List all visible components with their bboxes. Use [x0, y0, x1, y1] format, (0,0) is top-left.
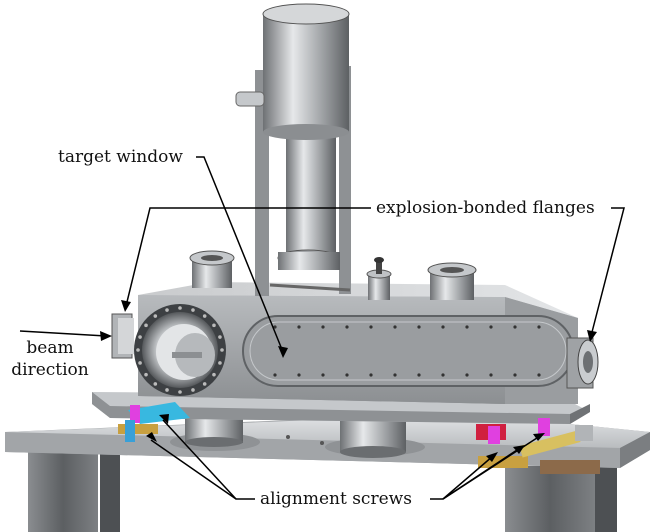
bolt-dot [537, 373, 541, 377]
flange-bolt-dot [138, 361, 142, 365]
flange-bolt-dot [218, 361, 222, 365]
bolt-dot [417, 325, 421, 329]
bolt-dot [417, 373, 421, 377]
bolt-dot [441, 325, 445, 329]
label-alignment-screws: alignment screws [260, 489, 412, 509]
bolt-dot [321, 325, 325, 329]
flange-bolt-dot [202, 314, 207, 318]
flange-bolt-dot [212, 372, 216, 377]
bolt-dot [369, 325, 373, 329]
bolt-dot [345, 373, 349, 377]
flange-bolt-dot [212, 323, 216, 328]
flange-bolts [136, 306, 224, 394]
bolt-dot [513, 325, 517, 329]
bolt-dot [393, 373, 397, 377]
flange-bolt-dot [153, 382, 158, 386]
flange-bolt-dot [191, 388, 195, 392]
flange-bolt-dot [202, 382, 207, 386]
bolt-dot [345, 325, 349, 329]
table-legs [28, 448, 617, 532]
flange-bolt-dot [165, 308, 169, 312]
bolt-dot [273, 373, 277, 377]
bolt-dot [489, 373, 493, 377]
arrowheads [100, 300, 597, 462]
label-target-window: target window [58, 147, 183, 167]
flange-bolt-dot [144, 323, 148, 328]
flange-bolt-dot [191, 308, 195, 312]
window-bolts [273, 325, 541, 377]
label-explosion-bonded-flanges: explosion-bonded flanges [376, 198, 595, 218]
flange-bolt-dot [153, 314, 158, 318]
flange-bolt-dot [220, 348, 224, 352]
flange-bolt-dot [136, 348, 140, 352]
flange-bolt-dot [218, 335, 222, 339]
left-side-flange [111, 313, 134, 359]
bolt-dot [465, 325, 469, 329]
bolt-dot [465, 373, 469, 377]
bolt-dot [537, 325, 541, 329]
bolt-dot [297, 325, 301, 329]
cryostat-column [235, 3, 351, 296]
bolt-dot [489, 325, 493, 329]
front-port-flange [134, 304, 226, 396]
bolt-dot [297, 373, 301, 377]
bolt-dot [273, 325, 277, 329]
flange-bolt-dot [144, 372, 148, 377]
right-side-flange [566, 337, 599, 389]
bolt-dot [441, 373, 445, 377]
alignment-hardware [118, 402, 600, 474]
bolt-dot [513, 373, 517, 377]
top-ports [189, 250, 477, 300]
vacuum-chamber [138, 282, 578, 404]
label-beam-direction: beam direction [2, 337, 98, 381]
bolt-dot [369, 373, 373, 377]
label-beam-line2: direction [11, 360, 89, 380]
bolt-dot [393, 325, 397, 329]
flange-bolt-dot [178, 306, 182, 310]
bolt-dot [321, 373, 325, 377]
flange-bolt-dot [138, 335, 142, 339]
label-beam-line1: beam [26, 338, 74, 358]
flange-bolt-dot [178, 390, 182, 394]
flange-bolt-dot [165, 388, 169, 392]
